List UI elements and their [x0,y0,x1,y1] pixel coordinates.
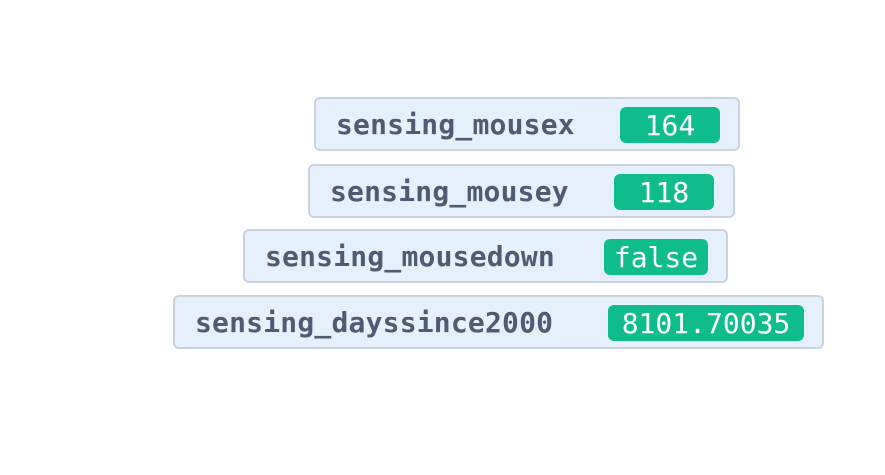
monitor-sensing-mousex[interactable]: sensing_mousex 164 [314,97,740,151]
monitor-sensing-mousey[interactable]: sensing_mousey 118 [308,164,735,218]
monitor-label: sensing_mousex [336,107,575,141]
monitor-label: sensing_mousey [330,174,569,208]
monitor-sensing-dayssince2000[interactable]: sensing_dayssince2000 8101.70035 [173,295,824,349]
monitor-value: 118 [614,174,714,210]
monitor-value: 8101.70035 [608,305,804,341]
monitor-value: false [604,239,708,275]
monitor-sensing-mousedown[interactable]: sensing_mousedown false [243,229,728,283]
monitor-label: sensing_dayssince2000 [195,305,554,339]
monitor-label: sensing_mousedown [265,239,555,273]
monitor-value: 164 [620,107,720,143]
